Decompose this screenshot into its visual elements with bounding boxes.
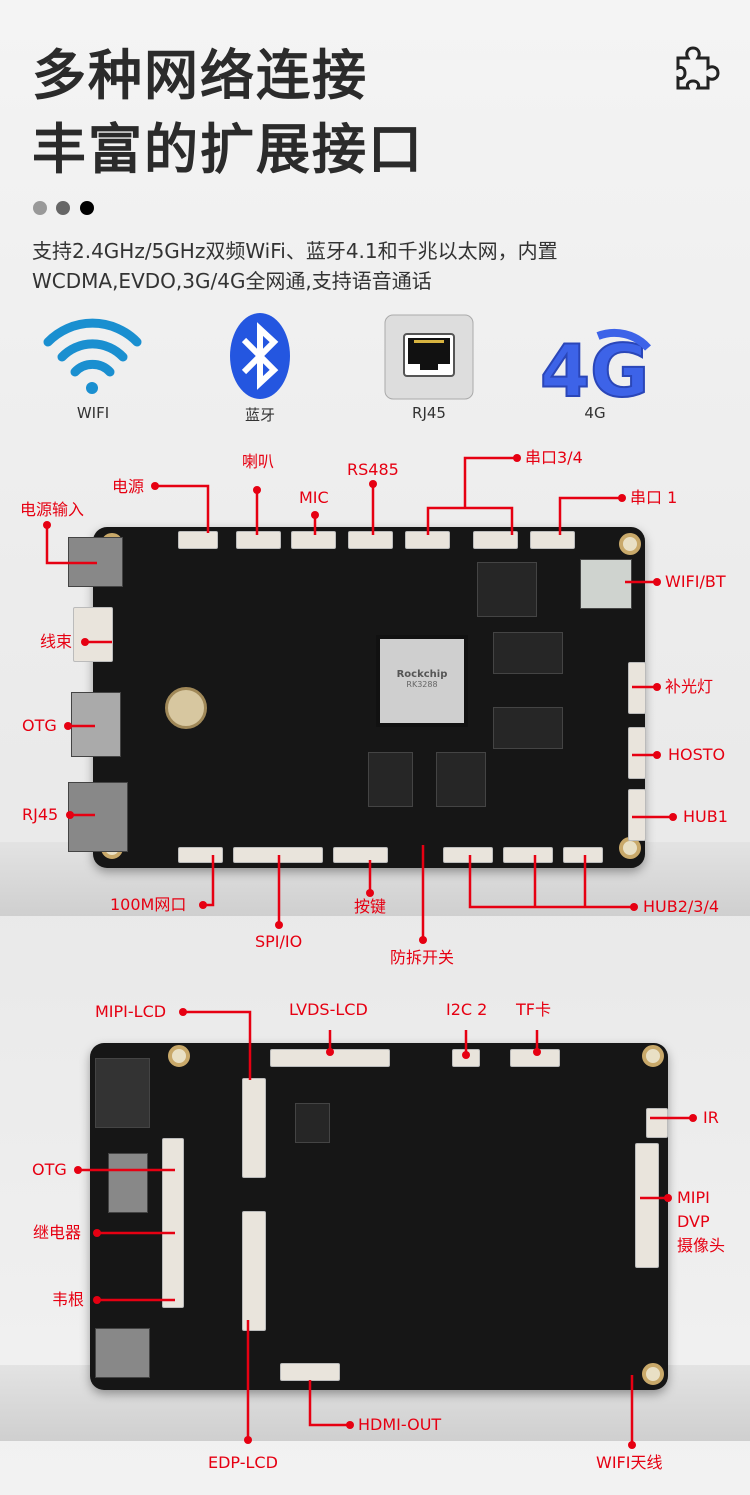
label-rj45: RJ45 xyxy=(22,805,59,824)
feature-label-rj45: RJ45 xyxy=(412,404,446,422)
label-100m-ethernet: 100M网口 xyxy=(110,895,187,914)
label-mic: MIC xyxy=(299,488,329,507)
label-dvp: DVP xyxy=(677,1212,710,1231)
label-serial-1: 串口 1 xyxy=(630,488,678,507)
indicator-dot xyxy=(80,201,94,215)
label-power-input: 电源输入 xyxy=(20,500,85,519)
label-rs485: RS485 xyxy=(347,460,399,479)
label-otg: OTG xyxy=(22,716,57,735)
label-button: 按键 xyxy=(354,897,387,916)
label-power: 电源 xyxy=(112,477,145,496)
label-otg-back: OTG xyxy=(32,1160,67,1179)
label-speaker: 喇叭 xyxy=(242,452,275,471)
label-camera: 摄像头 xyxy=(677,1236,726,1255)
feature-label-4g: 4G xyxy=(584,404,606,422)
label-spi-io: SPI/IO xyxy=(255,932,303,951)
label-harness: 线束 xyxy=(40,632,73,651)
label-hdmi-out: HDMI-OUT xyxy=(358,1415,442,1434)
board-back xyxy=(90,1043,668,1390)
label-hosto: HOSTO xyxy=(668,745,726,764)
label-tamper-switch: 防拆开关 xyxy=(390,948,455,967)
label-edp-lcd: EDP-LCD xyxy=(208,1453,278,1472)
heading-line-2: 丰富的扩展接口 xyxy=(32,118,424,181)
wifi-icon xyxy=(43,318,142,394)
label-tf-card: TF卡 xyxy=(516,1000,551,1019)
label-hub-2-3-4: HUB2/3/4 xyxy=(643,897,720,916)
label-wifi-bt: WIFI/BT xyxy=(665,572,726,591)
label-mipi: MIPI xyxy=(677,1188,710,1207)
indicator-dot xyxy=(33,201,47,215)
puzzle-icon xyxy=(676,46,720,90)
indicator-dot xyxy=(56,201,70,215)
bluetooth-icon xyxy=(230,313,290,399)
label-serial-3-4: 串口3/4 xyxy=(525,448,583,467)
svg-text:4G: 4G xyxy=(540,329,649,404)
feature-label-wifi: WIFI xyxy=(76,404,110,422)
description-line-2: WCDMA,EVDO,3G/4G全网通,支持语音通话 xyxy=(32,269,432,293)
heading-line-1: 多种网络连接 xyxy=(32,44,368,107)
label-i2c-2: I2C 2 xyxy=(446,1000,488,1019)
label-wifi-antenna: WIFI天线 xyxy=(596,1453,663,1472)
label-ir: IR xyxy=(703,1108,719,1127)
label-mipi-lcd: MIPI-LCD xyxy=(95,1002,167,1021)
description-line-1: 支持2.4GHz/5GHz双频WiFi、蓝牙4.1和千兆以太网，内置 xyxy=(32,239,558,263)
label-hub1: HUB1 xyxy=(683,807,728,826)
feature-label-bluetooth: 蓝牙 xyxy=(244,406,275,424)
label-fill-light: 补光灯 xyxy=(665,677,714,696)
label-relay: 继电器 xyxy=(33,1223,82,1242)
ethernet-port-icon xyxy=(384,314,474,400)
label-lvds-lcd: LVDS-LCD xyxy=(289,1000,368,1019)
label-wiegand: 韦根 xyxy=(52,1290,85,1309)
4g-icon: 4G xyxy=(539,328,651,404)
